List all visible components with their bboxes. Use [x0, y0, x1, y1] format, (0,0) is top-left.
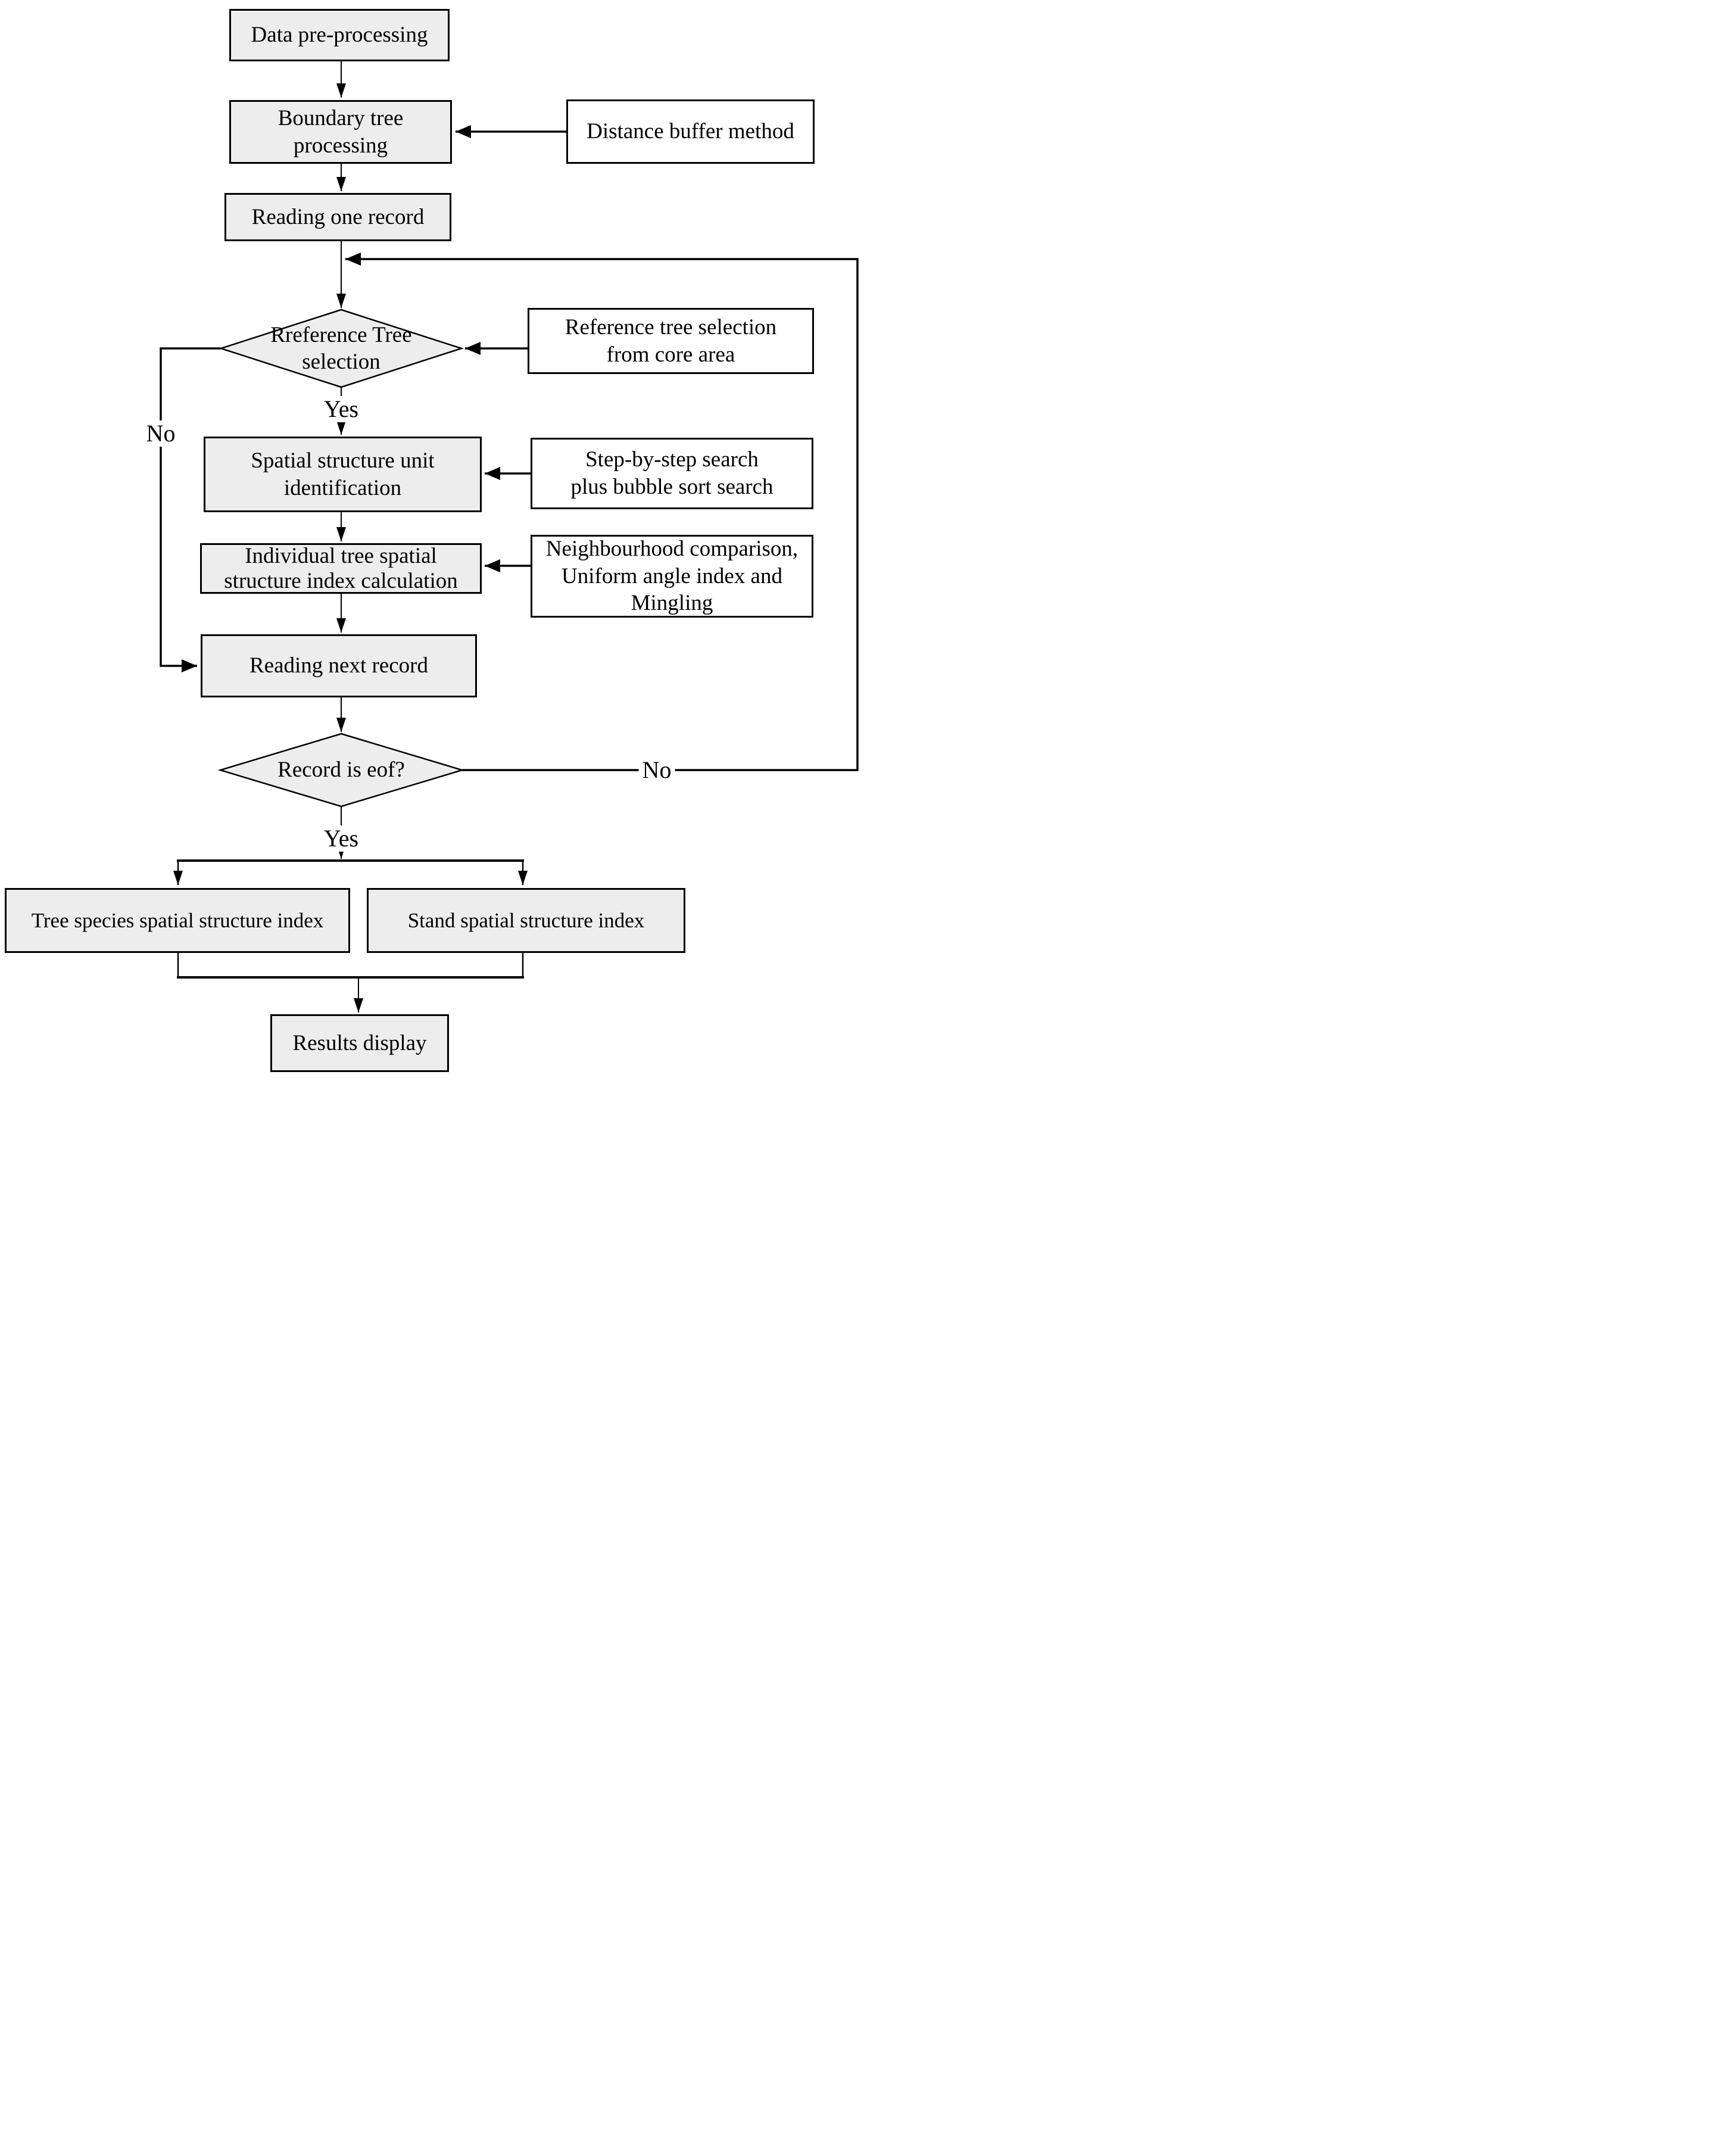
distance-buffer-label: Distance buffer method: [587, 119, 794, 144]
spatial-structure-unit-box: Spatial structure unit identification: [204, 437, 482, 512]
yes-label-reference: Yes: [320, 396, 363, 422]
neighbourhood-line2: Uniform angle index and: [562, 563, 782, 588]
no-label-eof: No: [638, 757, 675, 783]
edge-refdecision-no-branch: [160, 347, 221, 672]
step-search-line1: Step-by-step search: [585, 447, 759, 472]
individual-index-line2: structure index calculation: [224, 568, 458, 593]
tree-species-index-box: Tree species spatial structure index: [5, 888, 350, 953]
neighbourhood-line3: Mingling: [631, 591, 713, 616]
stand-index-label: Stand spatial structure index: [407, 908, 645, 932]
individual-index-line1: Individual tree spatial: [245, 544, 437, 569]
flowchart-canvas: Data pre-processing Boundary tree proces…: [0, 0, 864, 1078]
spatial-structure-unit-line1: Spatial structure unit: [251, 448, 435, 473]
boundary-tree-line1: Boundary tree: [277, 105, 404, 130]
boundary-tree-line2: processing: [293, 133, 388, 158]
reading-next-record-label: Reading next record: [249, 653, 428, 678]
spatial-structure-unit-line2: identification: [283, 475, 402, 500]
tree-species-index-label: Tree species spatial structure index: [31, 908, 324, 932]
distance-buffer-method-box: Distance buffer method: [566, 99, 815, 164]
reading-one-record-box: Reading one record: [224, 193, 451, 241]
reference-tree-core-box: Reference tree selection from core area: [528, 308, 814, 374]
boundary-tree-processing-box: Boundary tree processing: [229, 100, 452, 164]
stand-index-box: Stand spatial structure index: [367, 888, 685, 953]
reading-one-record-label: Reading one record: [251, 204, 425, 229]
results-display-box: Results display: [270, 1014, 449, 1072]
neighbourhood-box: Neighbourhood comparison, Uniform angle …: [531, 535, 813, 618]
reference-tree-core-line1: Reference tree selection: [564, 314, 777, 339]
no-label-reference: No: [142, 420, 179, 447]
reading-next-record-box: Reading next record: [201, 634, 477, 697]
reference-tree-core-line2: from core area: [606, 342, 735, 367]
eof-decision-diamond: [217, 733, 465, 808]
results-display-label: Results display: [292, 1030, 427, 1055]
yes-label-eof: Yes: [320, 825, 363, 852]
neighbourhood-line1: Neighbourhood comparison,: [545, 536, 799, 561]
step-search-line2: plus bubble sort search: [570, 475, 773, 499]
step-search-box: Step-by-step search plus bubble sort sea…: [531, 438, 813, 509]
data-preprocessing-box: Data pre-processing: [229, 9, 450, 61]
flowchart-connectors: [160, 61, 859, 1012]
individual-index-box: Individual tree spatial structure index …: [200, 543, 482, 594]
data-preprocessing-label: Data pre-processing: [251, 23, 428, 48]
reference-tree-decision-diamond: [218, 309, 464, 388]
